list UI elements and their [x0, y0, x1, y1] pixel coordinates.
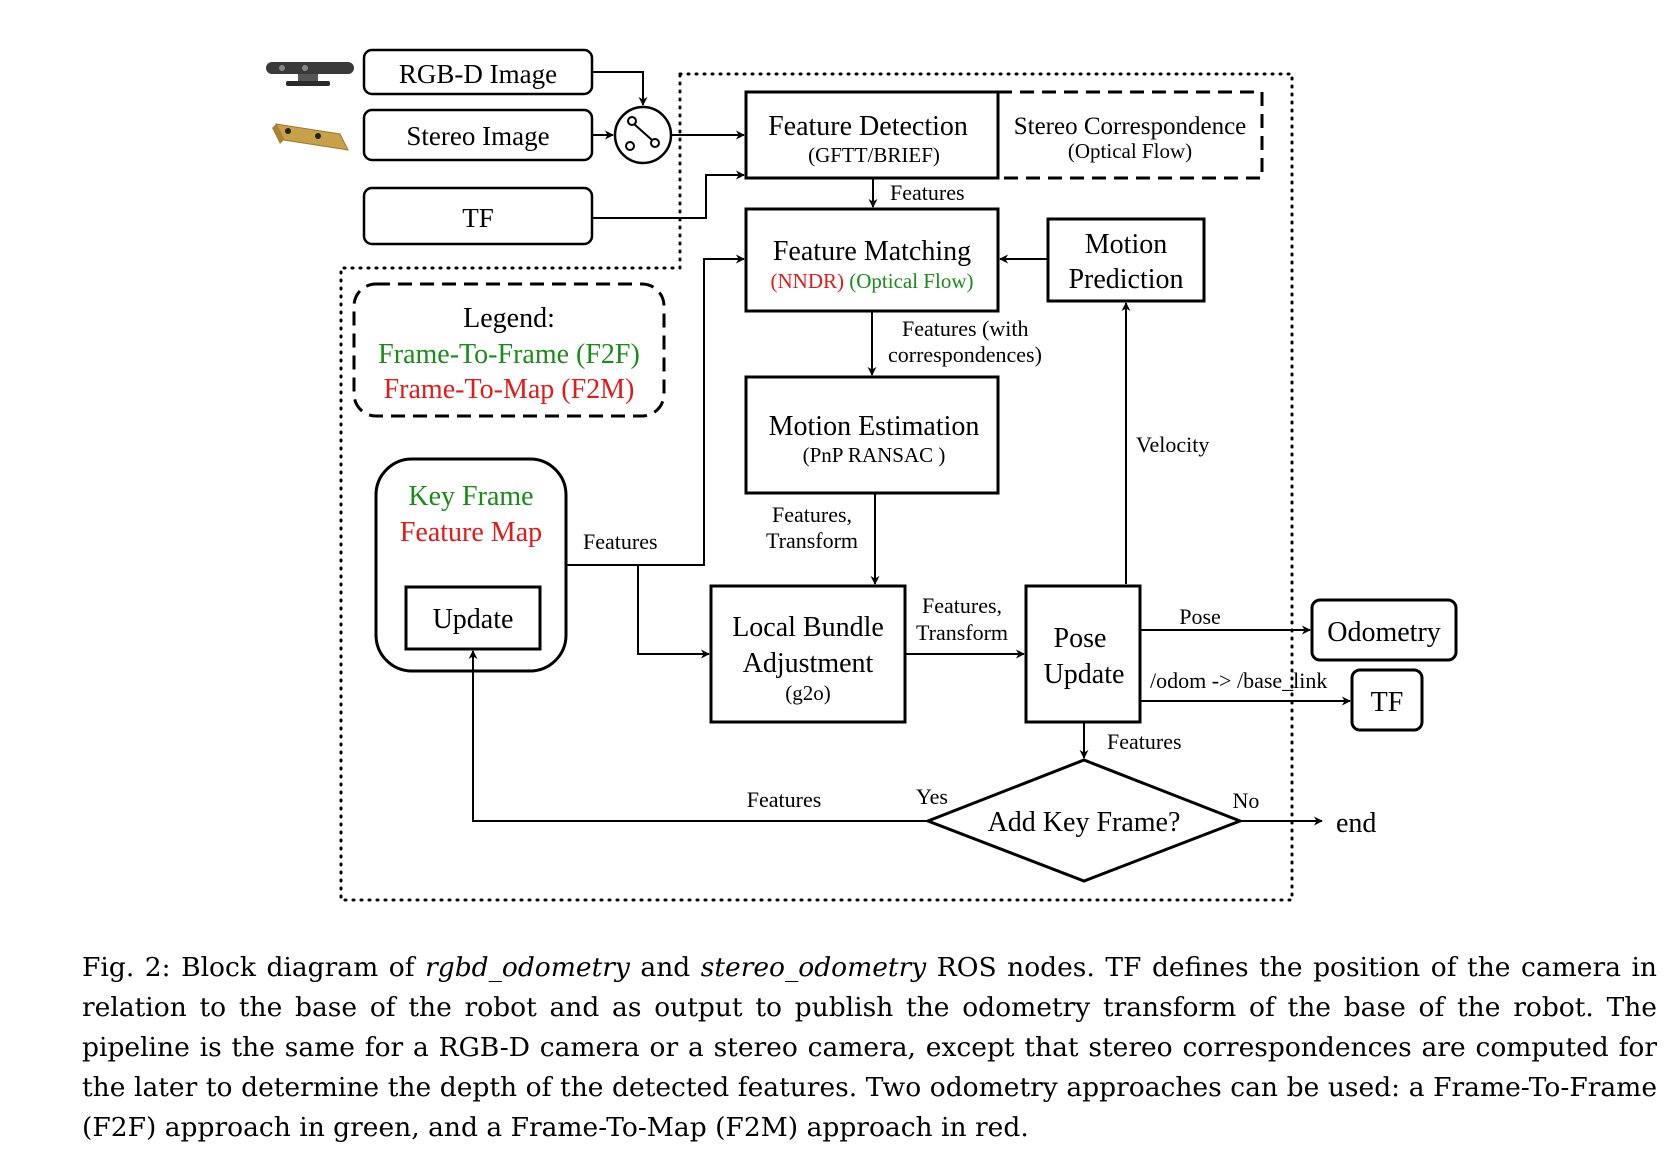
odometry-block-diagram: RGB-D Image Stereo Image TF Feature Dete…	[266, 48, 1458, 902]
edge-decision-yes-to-update	[468, 650, 928, 822]
feature-map-label: Feature Map	[400, 517, 542, 548]
stereo-correspondence-block: Stereo Correspondence (Optical Flow)	[996, 90, 1264, 180]
label-features-corr-2: correspondences)	[888, 342, 1042, 367]
node-boundary	[339, 72, 1294, 902]
feature-detection-sub: (GFTT/BRIEF)	[808, 143, 940, 167]
odometry-output: Odometry	[1310, 598, 1458, 662]
motion-estimation-sub: (PnP RANSAC )	[803, 443, 946, 467]
end-label: end	[1336, 808, 1376, 839]
pose-update-line2: Update	[1044, 659, 1125, 690]
motion-prediction-block: Motion Prediction	[1046, 217, 1206, 303]
update-box	[404, 585, 542, 651]
label-velocity: Velocity	[1136, 432, 1209, 457]
feature-matching-optical-flow: (Optical Flow)	[849, 269, 973, 293]
edge-tf-to-detection	[592, 170, 745, 219]
tf-output-label: TF	[1371, 687, 1404, 718]
stereo-image-label: Stereo Image	[406, 121, 549, 151]
feature-matching-block: Feature Matching (NNDR) (Optical Flow)	[744, 207, 1000, 313]
local-bundle-adjustment-block: Local Bundle Adjustment (g2o)	[709, 584, 907, 724]
feature-detection-block: Feature Detection (GFTT/BRIEF)	[744, 90, 1000, 180]
rgbd-image-label: RGB-D Image	[399, 59, 557, 89]
label-features-transform-1a: Features,	[772, 502, 852, 527]
tf-input-label: TF	[462, 203, 494, 233]
update-label: Update	[433, 604, 514, 635]
legend: Legend: Frame-To-Frame (F2F) Frame-To-Ma…	[352, 282, 666, 418]
edge-rgbd-to-switch	[592, 71, 648, 106]
stereo-correspondence-sub: (Optical Flow)	[1068, 139, 1192, 163]
label-odom-link: /odom -> /base_link	[1150, 668, 1327, 693]
key-frame-block: Key Frame Feature Map Update	[374, 457, 568, 673]
label-features-keyframe: Features	[583, 529, 658, 554]
rgbd-image-input: RGB-D Image	[362, 48, 594, 96]
caption-prefix: Fig. 2: Block diagram of	[82, 952, 426, 983]
pose-update-block: Pose Update	[1024, 584, 1142, 724]
feature-matching-sub: (NNDR) (Optical Flow)	[771, 269, 974, 293]
feature-matching-title: Feature Matching	[773, 236, 971, 267]
caption-node-rgbd: rgbd_odometry	[425, 952, 630, 983]
local-bundle-line2: Adjustment	[743, 648, 874, 679]
label-features-transform-2b: Transform	[916, 620, 1008, 645]
key-frame-label: Key Frame	[408, 481, 533, 512]
legend-f2f: Frame-To-Frame (F2F)	[378, 339, 640, 370]
tf-input: TF	[362, 186, 594, 246]
edge-keyframe-to-matching	[566, 254, 745, 566]
stereo-correspondence-title: Stereo Correspondence	[1014, 113, 1247, 140]
tf-output: TF	[1350, 668, 1424, 732]
motion-estimation-block: Motion Estimation (PnP RANSAC )	[744, 375, 1000, 495]
decision-label: Add Key Frame?	[988, 807, 1181, 838]
label-features-pose: Features	[1107, 729, 1182, 754]
legend-title: Legend:	[463, 303, 555, 334]
stereo-camera-icon	[272, 123, 349, 151]
label-features-detection: Features	[890, 180, 965, 205]
stereo-image-input: Stereo Image	[362, 108, 594, 162]
label-no: No	[1233, 788, 1260, 813]
add-key-frame-decision: Add Key Frame?	[923, 758, 1245, 883]
label-pose: Pose	[1179, 604, 1221, 629]
label-features-transform-2a: Features,	[922, 593, 1002, 618]
feature-matching-nndr: (NNDR)	[771, 269, 845, 293]
local-bundle-sub: (g2o)	[785, 681, 831, 705]
caption-rest: ROS nodes. TF defines the position of th…	[82, 952, 1657, 1143]
rgbd-camera-icon	[266, 62, 354, 86]
label-features-transform-1b: Transform	[766, 528, 858, 553]
figure-caption: Fig. 2: Block diagram of rgbd_odometry a…	[82, 948, 1657, 1148]
caption-and: and	[629, 952, 701, 983]
caption-node-stereo: stereo_odometry	[700, 952, 927, 983]
label-features-back: Features	[747, 787, 822, 812]
label-features-corr-1: Features (with	[902, 316, 1028, 341]
edge-keyframe-to-bundle	[637, 565, 710, 659]
switch-icon	[613, 105, 673, 165]
local-bundle-line1: Local Bundle	[732, 612, 884, 643]
motion-estimation-title: Motion Estimation	[769, 411, 980, 442]
motion-prediction-line2: Prediction	[1068, 264, 1183, 295]
odometry-label: Odometry	[1327, 617, 1441, 648]
label-yes: Yes	[916, 784, 948, 809]
legend-f2m: Frame-To-Map (F2M)	[384, 374, 635, 405]
motion-prediction-line1: Motion	[1085, 229, 1167, 260]
feature-detection-title: Feature Detection	[768, 111, 968, 142]
pose-update-line1: Pose	[1054, 623, 1107, 654]
